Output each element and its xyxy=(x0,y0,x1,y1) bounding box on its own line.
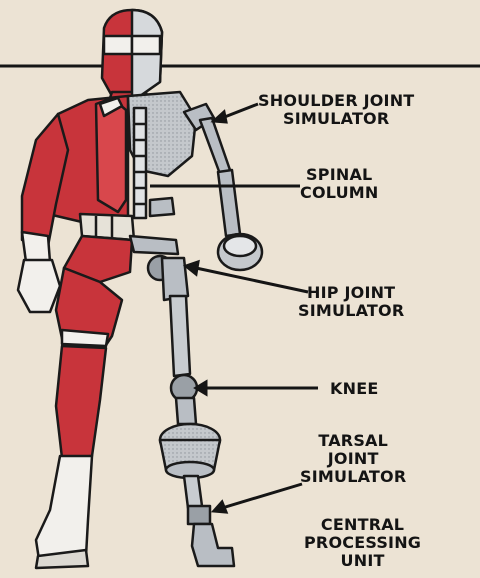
android-skeleton-half xyxy=(128,10,262,566)
label-central-processing-unit: CENTRAL PROCESSING UNIT xyxy=(304,516,421,570)
label-knee-line-1: KNEE xyxy=(330,380,378,398)
label-spinal-line-1: SPINAL xyxy=(300,166,378,184)
label-shoulder-line-1: SHOULDER JOINT xyxy=(258,92,414,110)
label-hip-joint-simulator: HIP JOINT SIMULATOR xyxy=(298,284,404,320)
label-hip-line-2: SIMULATOR xyxy=(298,302,404,320)
leader-hip xyxy=(196,268,308,292)
label-cpu-line-2: PROCESSING xyxy=(304,534,421,552)
label-shoulder-line-2: SIMULATOR xyxy=(258,110,414,128)
label-spinal-column: SPINAL COLUMN xyxy=(300,166,378,202)
label-knee: KNEE xyxy=(330,380,378,398)
label-cpu-line-3: UNIT xyxy=(304,552,421,570)
label-tarsal-line-1: TARSAL xyxy=(300,432,406,450)
label-hip-line-1: HIP JOINT xyxy=(298,284,404,302)
label-shoulder-joint-simulator: SHOULDER JOINT SIMULATOR xyxy=(258,92,414,128)
leader-shoulder xyxy=(222,104,258,118)
label-tarsal-line-3: SIMULATOR xyxy=(300,468,406,486)
leader-tarsal xyxy=(222,484,302,508)
label-spinal-line-2: COLUMN xyxy=(300,184,378,202)
label-cpu-line-1: CENTRAL xyxy=(304,516,421,534)
label-tarsal-joint-simulator: TARSAL JOINT SIMULATOR xyxy=(300,432,406,486)
label-tarsal-line-2: JOINT xyxy=(300,450,406,468)
